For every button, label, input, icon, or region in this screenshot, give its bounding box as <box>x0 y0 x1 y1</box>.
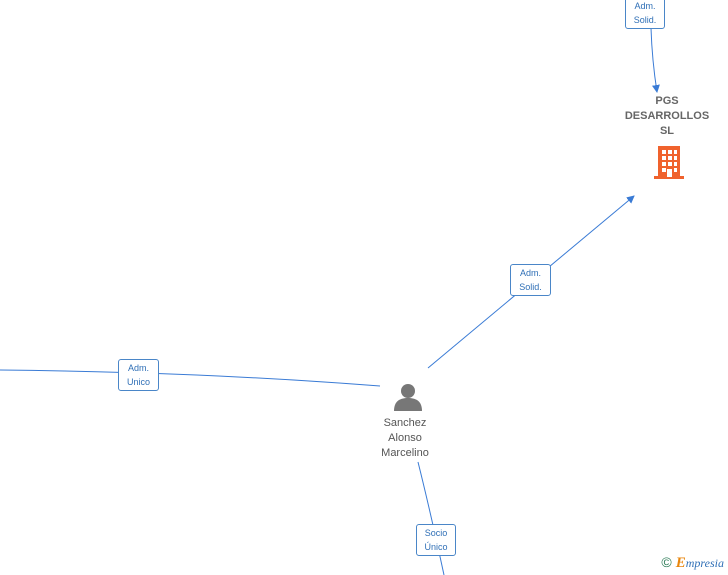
person-name-line: Alonso <box>388 432 422 444</box>
edge-label-top-to-company[interactable]: Adm. Solid. <box>625 0 665 29</box>
edge-bottom-to-person <box>417 461 445 575</box>
company-node-name[interactable]: PGS DESARROLLOS SL <box>612 94 722 139</box>
brand-rest: mpresia <box>685 556 724 570</box>
edge-label-line: Solid. <box>519 282 542 292</box>
edge-label-line: Unico <box>126 377 150 387</box>
edge-label-left-to-person[interactable]: Adm. Unico <box>118 359 159 391</box>
edge-label-line: Socio <box>424 528 448 538</box>
edge-label-line: Adm. <box>634 1 656 11</box>
edge-label-person-to-company[interactable]: Adm. Solid. <box>510 264 551 296</box>
empresia-watermark: ©Empresia <box>661 554 724 572</box>
building-icon[interactable] <box>653 144 685 180</box>
person-name-line: Sanchez <box>383 417 427 429</box>
copyright-symbol: © <box>661 554 672 570</box>
edge-label-line: Único <box>424 542 448 552</box>
edge-label-line: Adm. <box>127 363 149 373</box>
company-name-line: DESARROLLOS <box>624 110 710 122</box>
edge-label-line: Adm. <box>519 268 541 278</box>
edge-label-line: Solid. <box>633 15 657 25</box>
person-name-line: Marcelino <box>381 447 429 459</box>
edge-label-bottom-to-person[interactable]: Socio Único <box>416 524 456 556</box>
company-name-line: SL <box>659 125 675 137</box>
person-node-name[interactable]: Sanchez Alonso Marcelino <box>355 416 455 461</box>
edge-left-to-person <box>0 369 381 387</box>
brand-initial: E <box>675 555 686 571</box>
edge-top-to-company <box>650 27 660 93</box>
person-icon[interactable] <box>392 382 424 412</box>
company-name-line: PGS <box>655 95 679 107</box>
